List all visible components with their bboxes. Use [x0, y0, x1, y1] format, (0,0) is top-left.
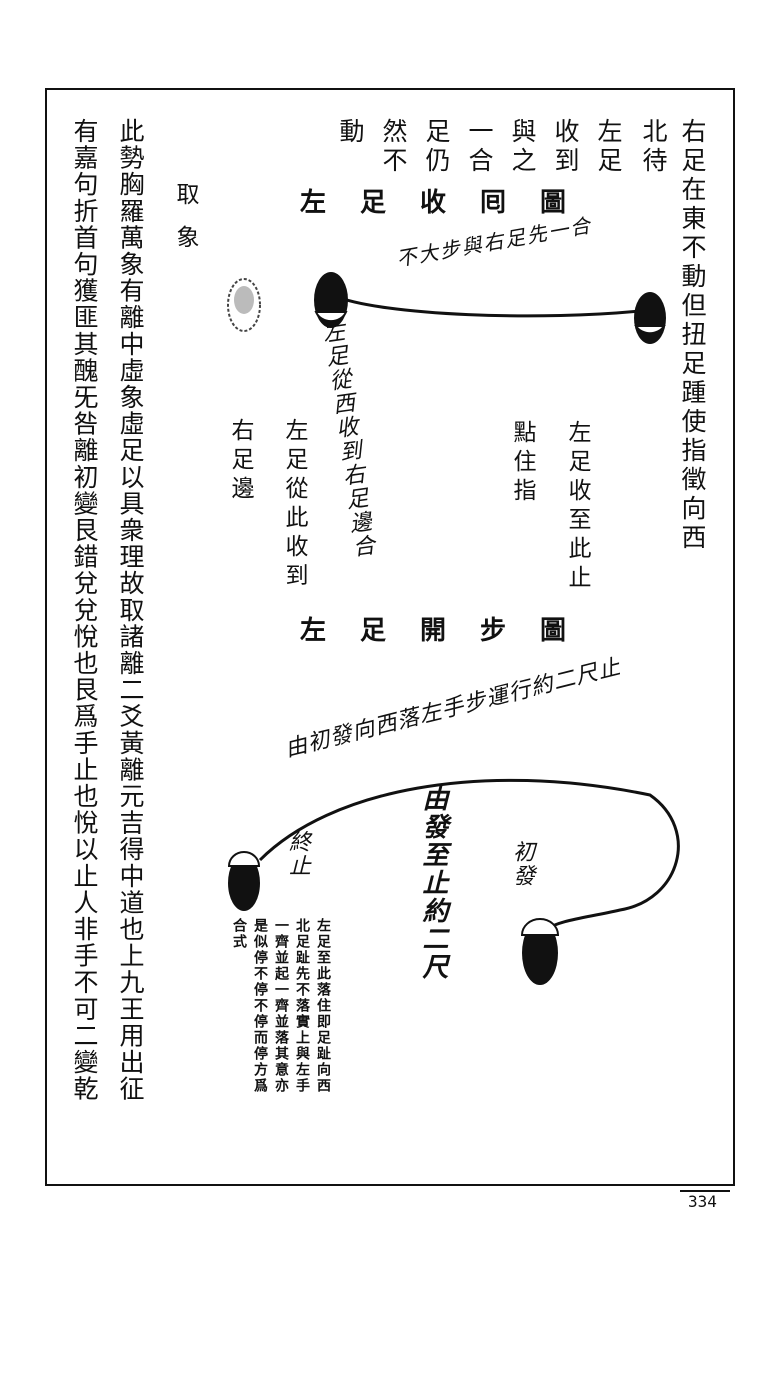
- footpath-curve-lower: [258, 778, 680, 932]
- diagram-heading-open: 左足開步圖: [299, 616, 600, 646]
- end-label: 終止: [285, 830, 310, 878]
- foot-mark: [634, 292, 666, 344]
- text-column: 然不: [379, 118, 408, 176]
- page-number-rule: [680, 1190, 730, 1192]
- text-column: 與之: [508, 118, 537, 176]
- text-column: 一合: [465, 118, 494, 176]
- text-column: 動: [336, 118, 365, 147]
- note-line: 左足至此落住即足趾向西: [315, 918, 331, 1094]
- text-column: 左足: [594, 118, 623, 176]
- page-border: [45, 88, 735, 1186]
- text-column: 有嘉句折首句獲匪其醜旡咎離初變艮錯兌兌悅也艮爲手止也悅以止人非手不可二變乾: [70, 118, 99, 1103]
- foot-mark: [522, 921, 558, 985]
- text-column: 右足在東不動但扭足踵使指徵向西: [678, 118, 707, 553]
- text-column: 此勢胸羅萬象有離中虛象虛足以具衆理故取諸離二爻黃離元吉得中道也上九王用出征: [116, 118, 145, 1103]
- start-label: 初發: [509, 840, 534, 888]
- foot-mark: [228, 855, 260, 911]
- note-from: 左足從此收到: [281, 418, 307, 592]
- note-line: 一齊並起一齊並落其意亦: [273, 918, 289, 1094]
- note-point: 點住指: [509, 420, 535, 507]
- diagram-heading-return: 左足收囘圖: [299, 188, 600, 218]
- note-stop: 左足收至此止: [564, 420, 590, 594]
- note-line: 北足趾先不落實上與左手: [294, 918, 310, 1094]
- center-label: 由發至止約二尺: [418, 785, 448, 981]
- note-line: 合式: [231, 918, 247, 950]
- page-number: 334: [688, 1192, 717, 1211]
- note-side: 右足邊: [227, 418, 253, 505]
- section-title: 取象: [172, 182, 198, 268]
- text-column: 北待: [639, 118, 668, 176]
- text-column: 收到: [551, 118, 580, 176]
- text-column: 足仍: [422, 118, 451, 176]
- note-line: 是似停不停不停而停方爲: [252, 918, 268, 1094]
- footpath-curve-upper: [334, 294, 651, 318]
